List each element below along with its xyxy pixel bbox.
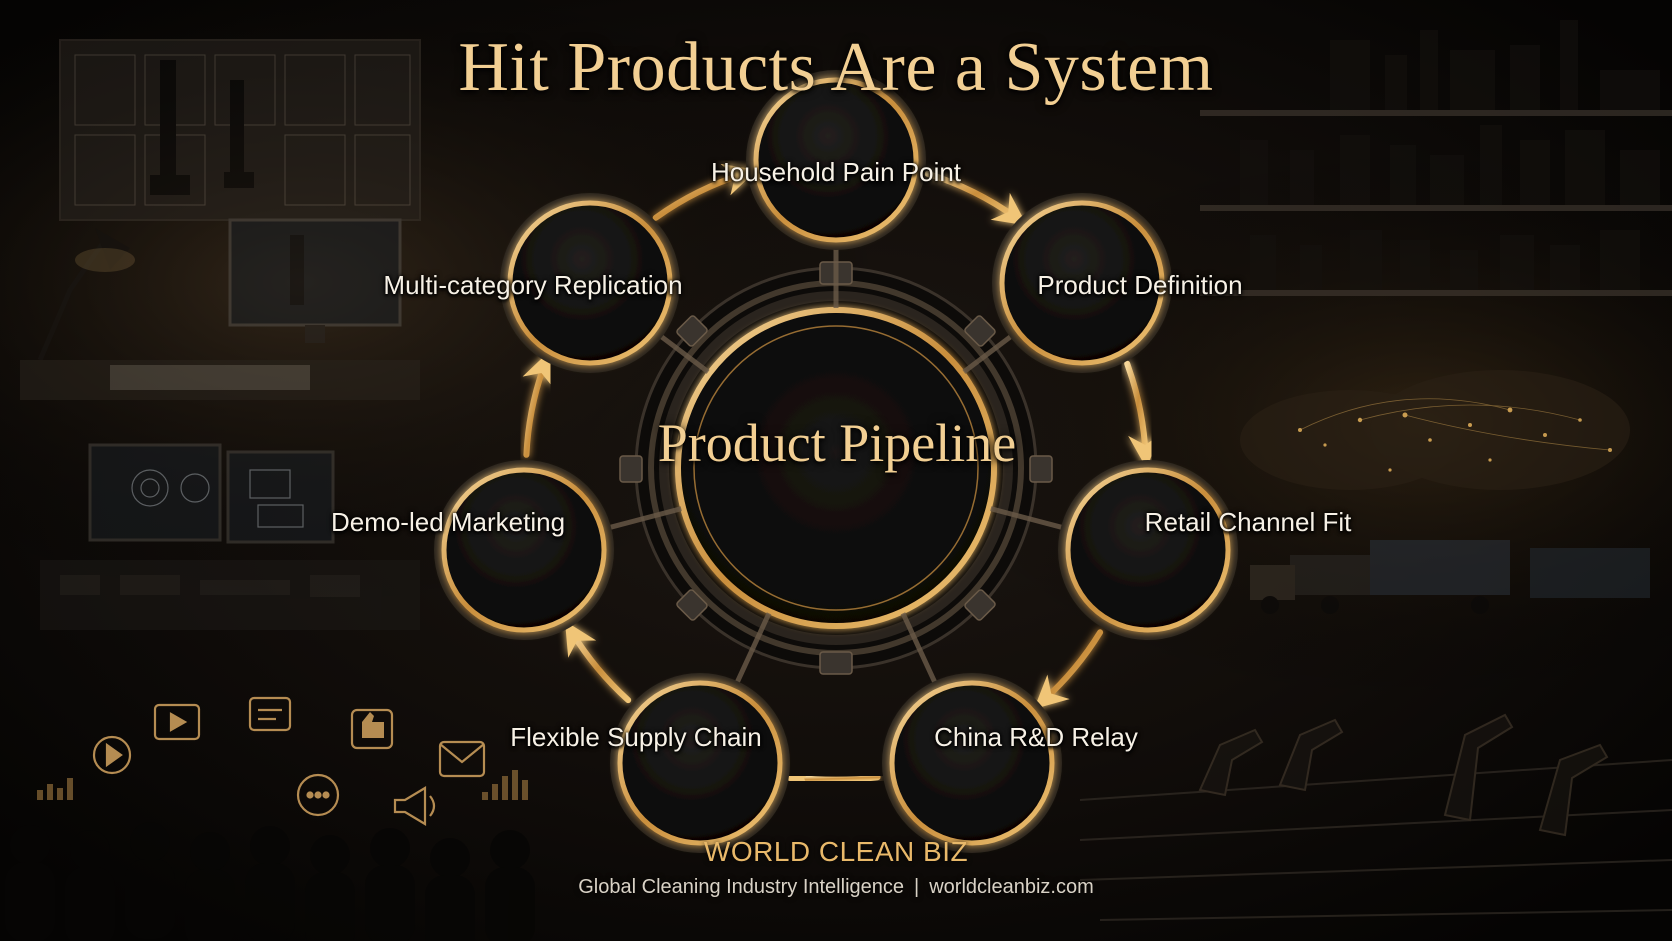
brand-tagline: Global Cleaning Industry Intelligence|wo… — [0, 876, 1672, 899]
node-disc — [1068, 470, 1228, 630]
website-url[interactable]: worldcleanbiz.com — [929, 876, 1094, 898]
node-retail-channel-fit — [1062, 464, 1234, 636]
node-label-china-rd-relay: China R&D Relay — [826, 722, 1246, 753]
arrow-china-r-d-relay-to-flexible-supply-chain — [794, 777, 877, 780]
tagline-separator: | — [904, 876, 929, 898]
node-china-r-d-relay — [886, 677, 1058, 849]
node-label-flexible-supply-chain: Flexible Supply Chain — [426, 722, 846, 753]
node-demo-led-marketing — [438, 464, 610, 636]
hub-label: Product Pipeline — [537, 412, 1137, 474]
node-flexible-supply-chain — [614, 677, 786, 849]
node-label-household-pain-point: Household Pain Point — [626, 157, 1046, 188]
page-title: Hit Products Are a System — [0, 28, 1672, 108]
node-disc — [892, 683, 1052, 843]
node-label-multi-category-replication: Multi-category Replication — [323, 270, 743, 301]
tagline-text: Global Cleaning Industry Intelligence — [578, 876, 904, 898]
node-label-demo-led-marketing: Demo-led Marketing — [238, 507, 658, 538]
brand-name: WORLD CLEAN BIZ — [0, 836, 1672, 868]
node-label-product-definition: Product Definition — [930, 270, 1350, 301]
node-disc — [444, 470, 604, 630]
node-label-retail-channel-fit: Retail Channel Fit — [1038, 507, 1458, 538]
node-disc — [620, 683, 780, 843]
